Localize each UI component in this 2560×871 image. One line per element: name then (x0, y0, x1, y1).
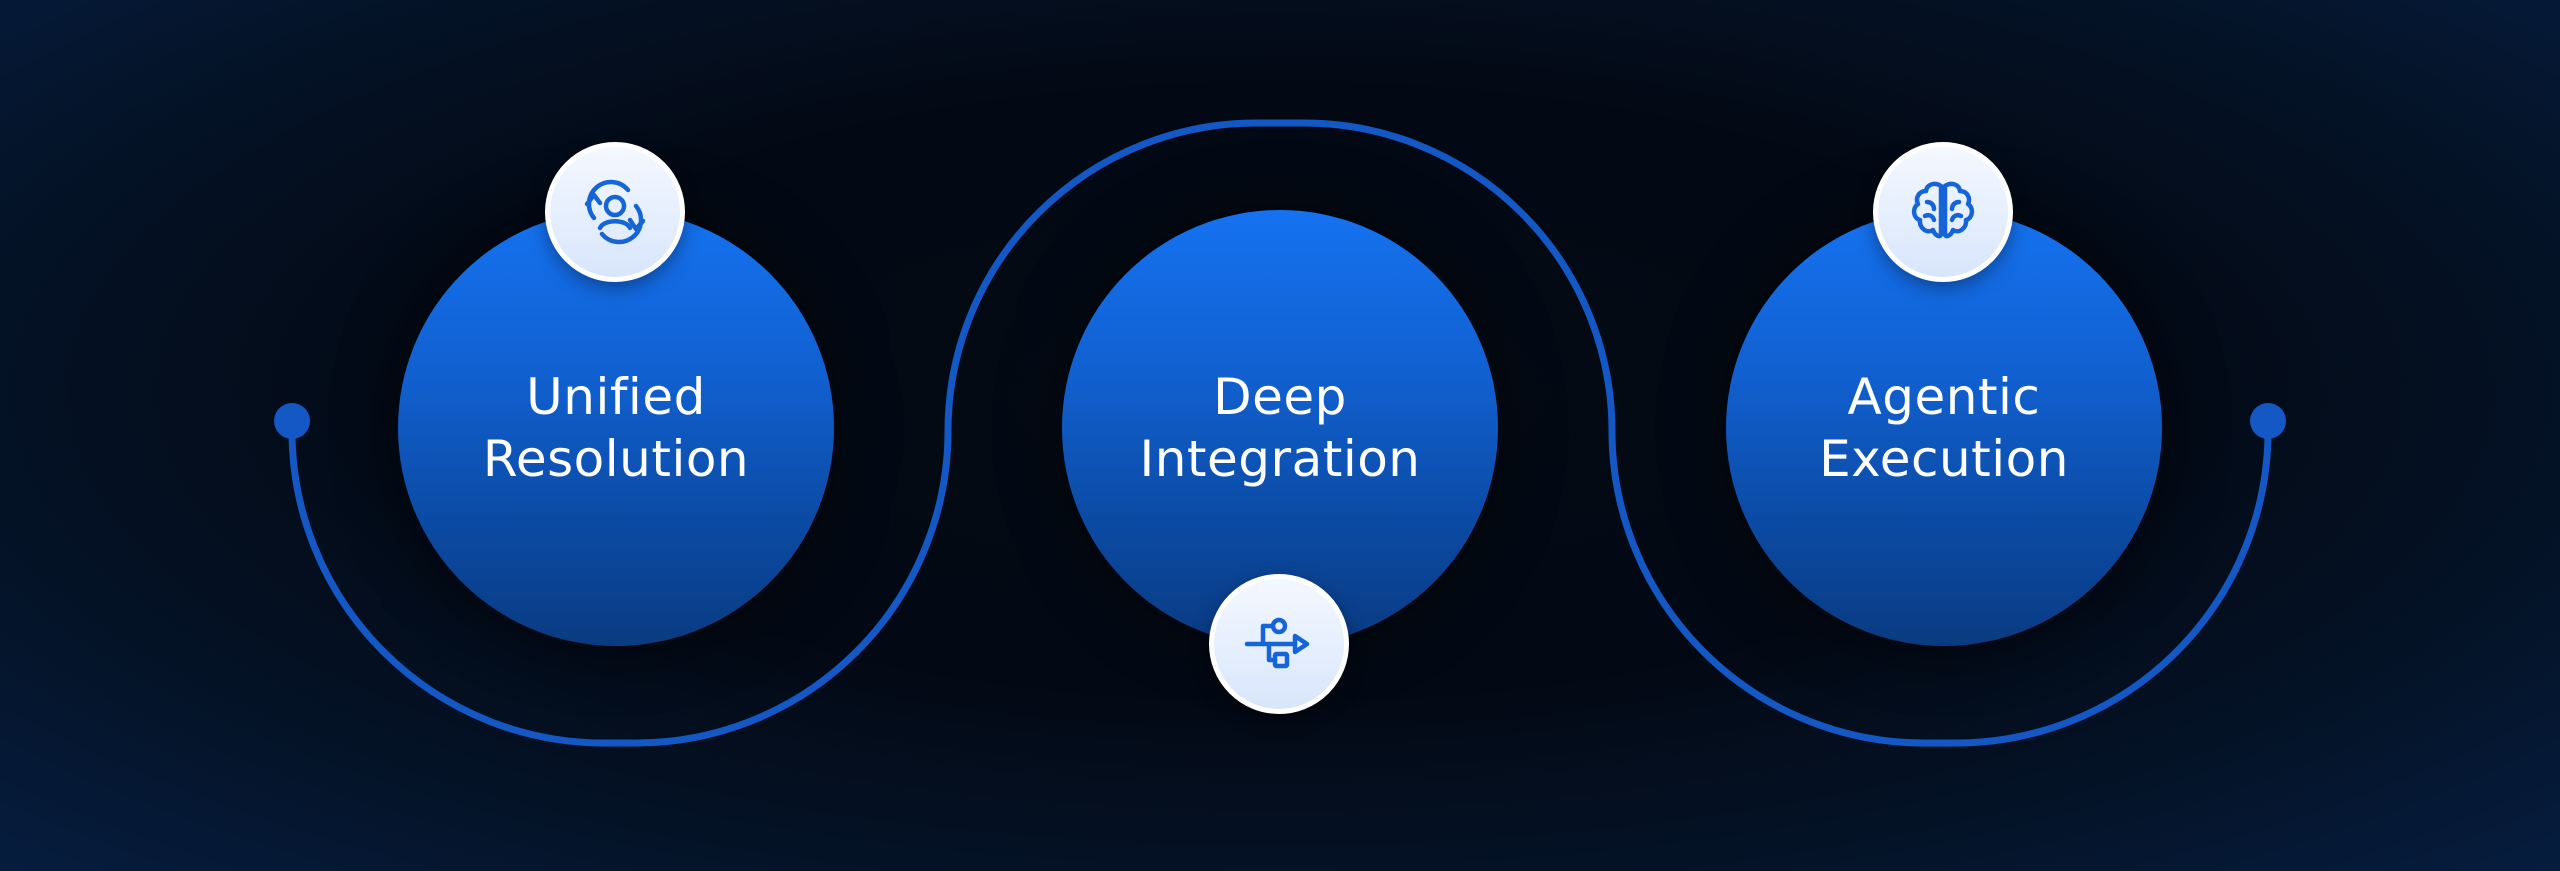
connector-wave (288, 119, 2272, 747)
user-sync-icon (584, 179, 646, 245)
brain-icon (1911, 181, 1975, 239)
step-label: Agentic Execution (1819, 366, 2069, 490)
step-badge (1873, 142, 2013, 282)
step-label-line2: Execution (1819, 430, 2069, 488)
step-badge (545, 142, 685, 282)
step-label: Deep Integration (1139, 366, 1420, 490)
usb-integration-icon (1244, 617, 1310, 669)
step-circle-agentic-execution: Agentic Execution (1726, 210, 2162, 646)
step-label-line2: Integration (1139, 430, 1421, 488)
step-label-line2: Resolution (482, 430, 750, 488)
step-label-line1: Deep (1213, 368, 1347, 426)
step-circle-unified-resolution: Unified Resolution (398, 210, 834, 646)
step-label: Unified Resolution (483, 366, 749, 490)
connector-end-dot (2250, 403, 2286, 439)
step-label-line1: Unified (526, 368, 706, 426)
step-label-line1: Agentic (1847, 368, 2041, 426)
connector-start-dot (274, 403, 310, 439)
step-badge (1209, 574, 1349, 714)
step-circle-deep-integration: Deep Integration (1062, 210, 1498, 646)
